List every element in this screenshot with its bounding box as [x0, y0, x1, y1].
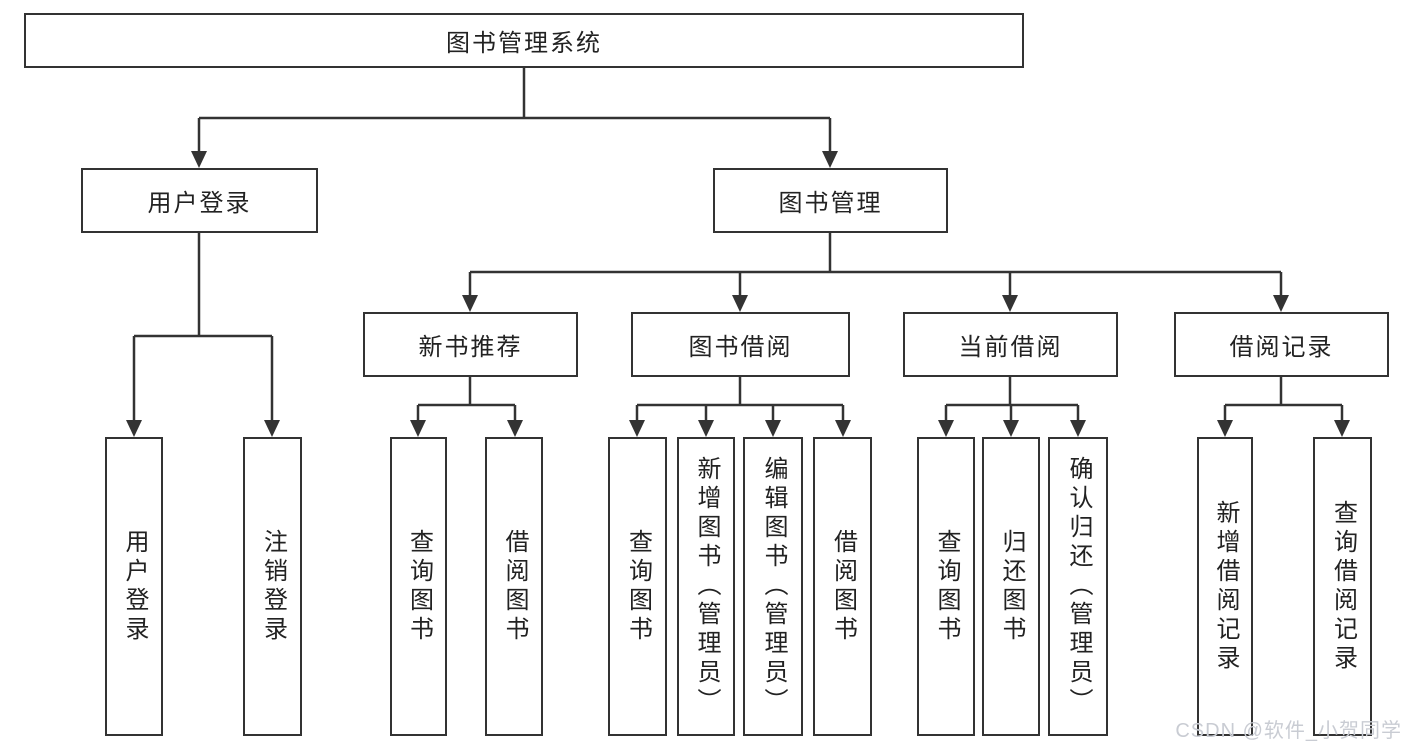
leaf-user-login: 用户登录 [105, 437, 163, 736]
arrowhead [462, 295, 478, 312]
leaf-return-book: 归还图书 [982, 437, 1040, 736]
leaf-add-book-admin: 新增图书（管理员） [677, 437, 735, 736]
connector-new-book-recommend-children [416, 377, 517, 421]
arrowhead [1070, 420, 1086, 437]
node-library-management-system: 图书管理系统 [24, 13, 1024, 68]
leaf-confirm-return-admin: 确认归还（管理员） [1048, 437, 1108, 736]
connector-user-login-children [132, 233, 274, 421]
connector-book-management-children [468, 233, 1283, 296]
connector-root-to-level2 [197, 68, 832, 152]
arrowhead [126, 420, 142, 437]
arrowhead [938, 420, 954, 437]
connector-current-borrow-children [944, 377, 1080, 421]
arrowhead [765, 420, 781, 437]
node-book-borrow: 图书借阅 [631, 312, 850, 377]
connector-borrow-records-children [1223, 377, 1344, 421]
arrowhead [1002, 295, 1018, 312]
arrowhead [191, 151, 207, 168]
leaf-query-books-current: 查询图书 [917, 437, 975, 736]
leaf-add-borrow-record: 新增借阅记录 [1197, 437, 1253, 736]
node-new-book-recommend: 新书推荐 [363, 312, 578, 377]
arrowhead [835, 420, 851, 437]
leaf-edit-book-admin: 编辑图书（管理员） [743, 437, 803, 736]
leaf-query-books-recommend: 查询图书 [390, 437, 447, 736]
arrowhead [1217, 420, 1233, 437]
connector-book-borrow-children [635, 377, 845, 421]
node-current-borrow: 当前借阅 [903, 312, 1118, 377]
leaf-query-borrow-record: 查询借阅记录 [1313, 437, 1372, 736]
leaf-borrow-books-recommend: 借阅图书 [485, 437, 543, 736]
arrowhead [1273, 295, 1289, 312]
arrowhead [822, 151, 838, 168]
node-borrow-records: 借阅记录 [1174, 312, 1389, 377]
leaf-logout: 注销登录 [243, 437, 302, 736]
arrowhead [1334, 420, 1350, 437]
arrowhead [264, 420, 280, 437]
node-user-login: 用户登录 [81, 168, 318, 233]
arrowhead [1003, 420, 1019, 437]
arrowhead [410, 420, 426, 437]
arrowhead [698, 420, 714, 437]
arrowhead [732, 295, 748, 312]
leaf-query-books-borrow: 查询图书 [608, 437, 667, 736]
leaf-borrow-books: 借阅图书 [813, 437, 872, 736]
arrowhead [507, 420, 523, 437]
node-book-management: 图书管理 [713, 168, 948, 233]
arrowhead [629, 420, 645, 437]
